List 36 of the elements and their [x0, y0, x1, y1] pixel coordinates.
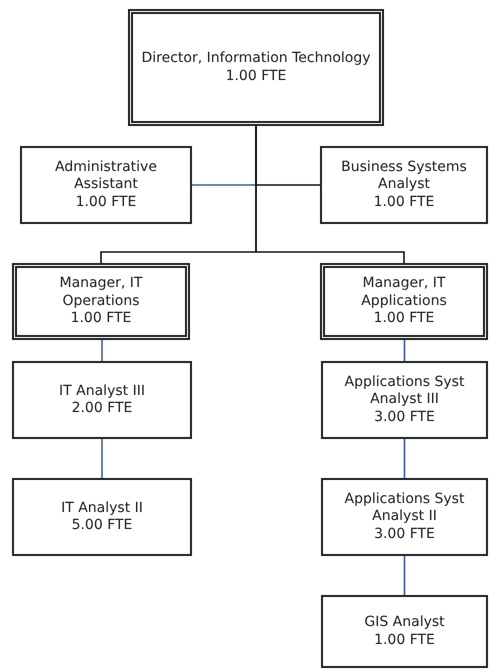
fte-count: 3.00 FTE [374, 526, 435, 544]
connector-line [404, 439, 406, 478]
connector-line [101, 340, 103, 361]
fte-count: 1.00 FTE [76, 194, 136, 212]
fte-count: 1.00 FTE [374, 194, 434, 212]
fte-count: 1.00 FTE [70, 310, 132, 328]
position-title: Applications Syst Analyst II [344, 490, 466, 526]
fte-count: 3.00 FTE [374, 408, 435, 426]
fte-count: 1.00 FTE [374, 310, 434, 328]
position-box [320, 146, 488, 224]
fte-count: 2.00 FTE [72, 400, 132, 418]
position-title: IT Analyst II [61, 500, 143, 517]
position-title: Manager, IT Applications [360, 275, 448, 310]
position-box [12, 361, 192, 439]
position-box [20, 146, 192, 224]
position-box [321, 478, 488, 556]
manager-box [12, 263, 190, 340]
connector-line [101, 439, 103, 478]
manager-box [320, 263, 488, 340]
fte-count: 1.00 FTE [226, 68, 286, 85]
position-title: Applications Syst Analyst III [344, 374, 466, 409]
position-title: Director, Information Technology [141, 50, 371, 68]
position-box [321, 361, 488, 439]
position-title: Business Systems Analyst [340, 158, 468, 194]
position-box [12, 478, 192, 556]
position-title: Manager, IT Operations [58, 275, 144, 310]
position-title: IT Analyst III [59, 382, 145, 400]
position-title: Administrative Assistant [54, 158, 158, 194]
fte-count: 1.00 FTE [374, 632, 435, 649]
manager-box [128, 9, 384, 126]
position-box [321, 595, 488, 668]
connector-line [404, 556, 406, 595]
position-title: GIS Analyst [364, 614, 445, 632]
fte-count: 5.00 FTE [72, 517, 132, 534]
connector-line [404, 340, 406, 361]
connector-line [255, 126, 405, 263]
